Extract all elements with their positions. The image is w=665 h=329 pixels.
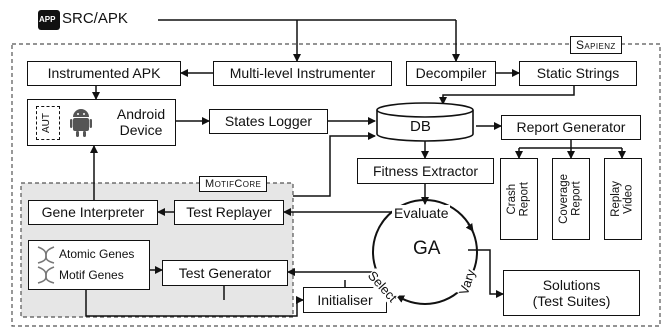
genes-box: Atomic Genes Motif Genes [28, 240, 150, 290]
ga-cycle-arrowhead-right [465, 222, 474, 232]
crash-report-label: Crash Report [506, 182, 531, 217]
motifcore-label: MotifCore [199, 176, 268, 192]
replay-video-line1: Replay [610, 181, 623, 217]
states-logger-box: States Logger [209, 109, 328, 134]
app-icon-text: APP [39, 15, 56, 24]
sapienz-region-outline [11, 43, 661, 327]
android-device-box: AUT Android Device [27, 99, 176, 146]
db-label: DB [410, 118, 431, 135]
src-apk-label: SRC/APK [62, 10, 128, 27]
replay-video-line2: Video [623, 184, 635, 214]
ga-cycle-circle [372, 199, 478, 305]
ga-center-label: GA [413, 238, 441, 259]
replay-video-label: Replay Video [610, 181, 635, 217]
solutions-line2: (Test Suites) [532, 293, 611, 309]
decompiler-box: Decompiler [406, 61, 496, 86]
arrow-genes-to-initialiser [85, 290, 304, 317]
atomic-genes-label: Atomic Genes [59, 247, 135, 261]
db-cylinder [376, 102, 474, 142]
android-robot-icon [70, 109, 92, 137]
ga-evaluate-label: Evaluate [392, 205, 451, 221]
replay-video-box: Replay Video [604, 158, 642, 240]
coverage-report-box: Coverage Report [552, 158, 590, 240]
arrow-motifcore-to-db [293, 132, 376, 197]
test-replayer-box: Test Replayer [174, 200, 284, 225]
solutions-line1: Solutions [542, 276, 601, 293]
crash-report-box: Crash Report [500, 158, 538, 240]
gene-interpreter-box: Gene Interpreter [28, 200, 158, 225]
static-strings-box: Static Strings [519, 61, 637, 86]
aut-box: AUT [36, 106, 60, 140]
initialiser-box: Initialiser [303, 287, 387, 313]
sapienz-label: Sapienz [570, 36, 622, 54]
arrow-ga-to-solutions [468, 249, 504, 298]
app-file-icon: APP [38, 10, 60, 30]
ga-cycle-arrowhead-left [396, 295, 406, 303]
aut-label: AUT [41, 113, 52, 133]
solutions-box: Solutions (Test Suites) [503, 270, 640, 316]
test-generator-box: Test Generator [162, 260, 288, 286]
android-device-line1: Android [116, 106, 166, 122]
crash-report-line1: Crash [506, 183, 519, 215]
report-generator-box: Report Generator [501, 115, 641, 140]
dna-icon [37, 246, 55, 284]
coverage-report-line1: Coverage [558, 174, 571, 224]
coverage-report-label: Coverage Report [558, 174, 583, 224]
fitness-extractor-box: Fitness Extractor [357, 158, 494, 184]
android-device-line2: Device [119, 122, 163, 139]
instrumented-apk-box: Instrumented APK [27, 61, 181, 86]
coverage-report-line2: Report [571, 181, 583, 217]
motif-genes-label: Motif Genes [59, 268, 124, 282]
android-device-label: Android Device [112, 106, 170, 138]
multilevel-instrumenter-box: Multi-level Instrumenter [213, 61, 392, 86]
crash-report-line2: Report [519, 181, 531, 217]
arrow-strings-to-db [439, 86, 575, 105]
